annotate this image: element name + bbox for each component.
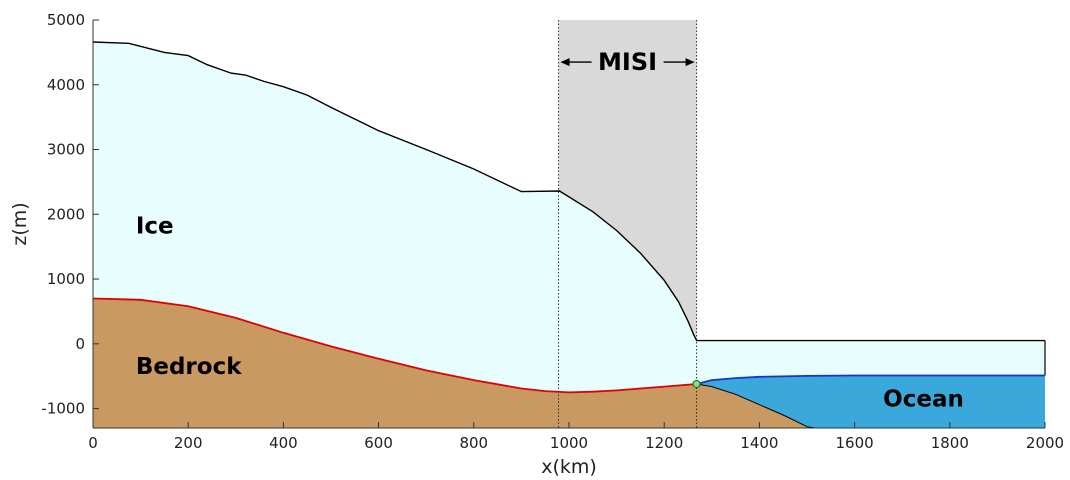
x-tick-label: 800 [459, 434, 488, 452]
grounding-line-point [692, 379, 701, 388]
ocean-label: Ocean [883, 387, 964, 413]
ice-surface-line [92, 41, 1045, 342]
x-tick-label: 400 [269, 434, 298, 452]
x-tick-label: 2000 [1026, 434, 1064, 452]
misi-left-arrow-head [560, 58, 570, 67]
misi-right-arrow-head [685, 58, 695, 67]
x-tick-label: 0 [88, 434, 98, 452]
misi-label: MISI [598, 48, 657, 76]
plot-area [92, 20, 1046, 429]
x-tick-label: 1200 [645, 434, 683, 452]
y-tick-label: -1000 [41, 400, 85, 418]
bed-line [92, 297, 697, 394]
seafloor-line [696, 383, 816, 429]
y-tick-label: 3000 [47, 141, 85, 159]
y-tick-label: 5000 [47, 11, 85, 29]
y-axis-title: z(m) [9, 202, 31, 245]
x-tick-label: 1800 [931, 434, 969, 452]
ice-body [93, 42, 1045, 393]
ocean-surface-line [696, 374, 1045, 385]
x-tick-label: 600 [364, 434, 393, 452]
x-tick-label: 1000 [550, 434, 588, 452]
bedrock-label: Bedrock [136, 354, 242, 380]
y-tick-label: 2000 [47, 205, 85, 223]
bedrock-body [93, 298, 816, 428]
x-axis-title: x(km) [541, 456, 597, 478]
x-tick-label: 200 [174, 434, 203, 452]
y-tick-label: 4000 [47, 76, 85, 94]
axes: 0 200 400 600 800 1000 1200 1400 1600 1800 2000 -10… [9, 11, 1064, 478]
x-tick-label: 1600 [836, 434, 874, 452]
ice-label: Ice [136, 214, 174, 240]
x-tick-label: 1400 [740, 434, 778, 452]
y-tick-label: 0 [75, 335, 85, 353]
y-tick-label: 1000 [47, 270, 85, 288]
